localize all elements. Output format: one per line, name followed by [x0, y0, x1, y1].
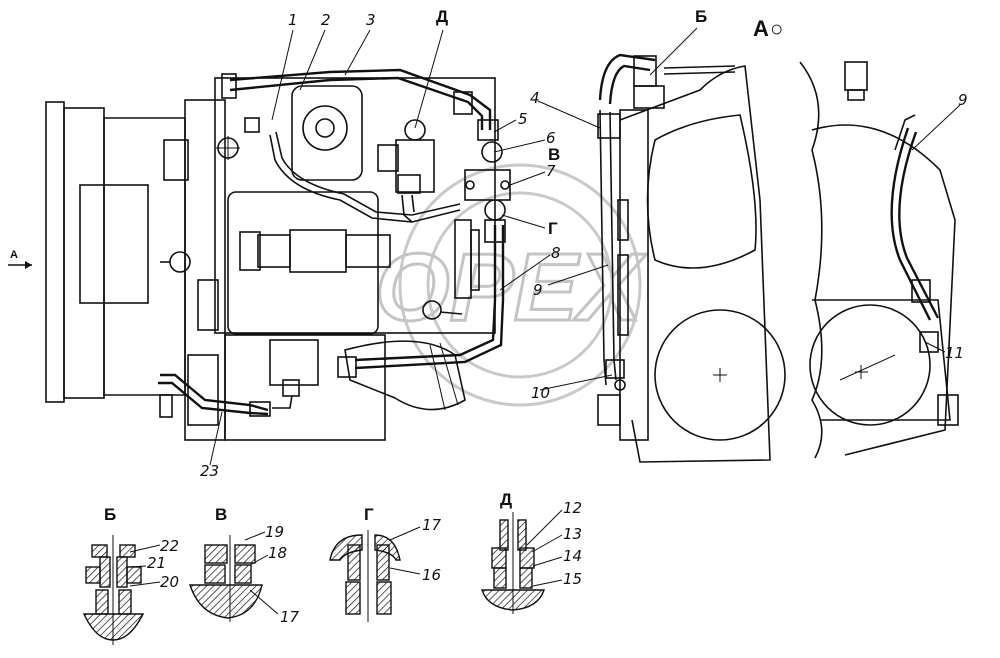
callout-b-top: Б	[695, 7, 707, 26]
engine-body	[45, 77, 496, 441]
detail-d-part-14: 14	[563, 547, 582, 565]
view-arrow-a: A	[8, 249, 32, 269]
detail-g-part-16: 16	[422, 566, 441, 584]
callout-4: 4	[530, 89, 540, 107]
detail-v-part-18: 18	[268, 544, 287, 562]
view-title-symbol: ○	[770, 16, 783, 41]
pipes	[158, 68, 511, 418]
callout-7: 7	[546, 162, 556, 180]
callout-v: В	[548, 145, 560, 164]
callout-labels: 1 2 3 Д Б 4 5 6 В 7 Г 8 9 9 10 11 23	[200, 7, 968, 480]
callout-11: 11	[945, 344, 964, 362]
callout-9a: 9	[958, 91, 968, 109]
leader-lines	[209, 27, 961, 466]
view-title-letter: A	[753, 16, 769, 41]
detail-b: Б 22 21 20	[82, 505, 179, 645]
detail-d-title: Д	[500, 490, 512, 509]
detail-b-part-21: 21	[147, 554, 166, 572]
detail-b-title: Б	[104, 505, 116, 524]
detail-g: Г 17 16	[329, 505, 442, 622]
radiator-section	[597, 53, 786, 463]
detail-b-part-20: 20	[160, 573, 179, 591]
detail-d-part-15: 15	[563, 570, 582, 588]
callout-3: 3	[366, 11, 376, 29]
watermark-text: OPEX	[375, 234, 647, 341]
callout-d: Д	[436, 7, 448, 26]
detail-v-part-17: 17	[280, 608, 300, 626]
detail-v-title: В	[215, 505, 227, 524]
view-title-a: A ○	[753, 16, 783, 41]
callout-1: 1	[288, 11, 298, 29]
detail-b-part-22: 22	[160, 537, 179, 555]
callout-g: Г	[548, 219, 558, 238]
detail-g-title: Г	[364, 505, 374, 524]
callout-5: 5	[518, 110, 528, 128]
callout-9b: 9	[533, 281, 543, 299]
callout-8: 8	[551, 244, 561, 262]
detail-v: В 19 18 17	[189, 505, 300, 626]
detail-d-part-12: 12	[563, 499, 582, 517]
view-arrow-label: A	[10, 249, 18, 261]
callout-23: 23	[200, 462, 219, 480]
callout-10: 10	[531, 384, 550, 402]
view-a	[799, 61, 959, 459]
detail-d-part-13: 13	[563, 525, 582, 543]
callout-2: 2	[321, 11, 331, 29]
callout-6: 6	[546, 129, 556, 147]
detail-g-part-17: 17	[422, 516, 442, 534]
detail-d: Д 12 13 14 15	[481, 490, 582, 614]
detail-v-part-19: 19	[265, 523, 284, 541]
